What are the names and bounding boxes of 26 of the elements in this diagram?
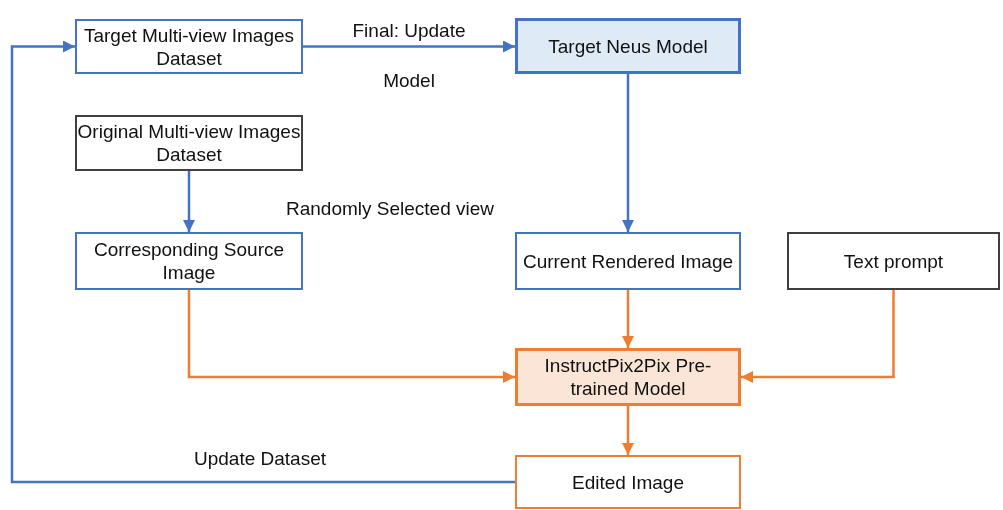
box-label: Text prompt [843, 249, 944, 273]
box-label: Target Neus Model [548, 34, 708, 58]
box-label: InstructPix2Pix Pre-trained Model [543, 354, 713, 400]
edge-label: Final: Update Model [351, 19, 467, 93]
box-label: Target Multi-view Images Dataset [82, 23, 296, 70]
arrow [303, 40, 515, 53]
arrow [183, 171, 195, 232]
box-label: Edited Image [572, 470, 684, 494]
process-box [75, 232, 303, 290]
process-box [515, 348, 741, 406]
process-box [515, 232, 741, 290]
box-label: Corresponding Source Image [92, 238, 286, 284]
note-text: Randomly Selected view [286, 198, 495, 220]
process-box [787, 232, 1000, 290]
arrow [10, 40, 515, 484]
process-box [515, 18, 741, 74]
edge-label: Update Dataset [193, 447, 327, 470]
box-label: Original Multi-view Images Dataset [77, 120, 301, 166]
process-box [515, 455, 741, 509]
box-label: Current Rendered Image [522, 249, 734, 273]
arrow [622, 290, 634, 348]
arrow [741, 290, 895, 383]
arrow [622, 406, 634, 455]
arrow [622, 74, 634, 232]
arrow [187, 290, 515, 383]
process-box [75, 19, 303, 74]
